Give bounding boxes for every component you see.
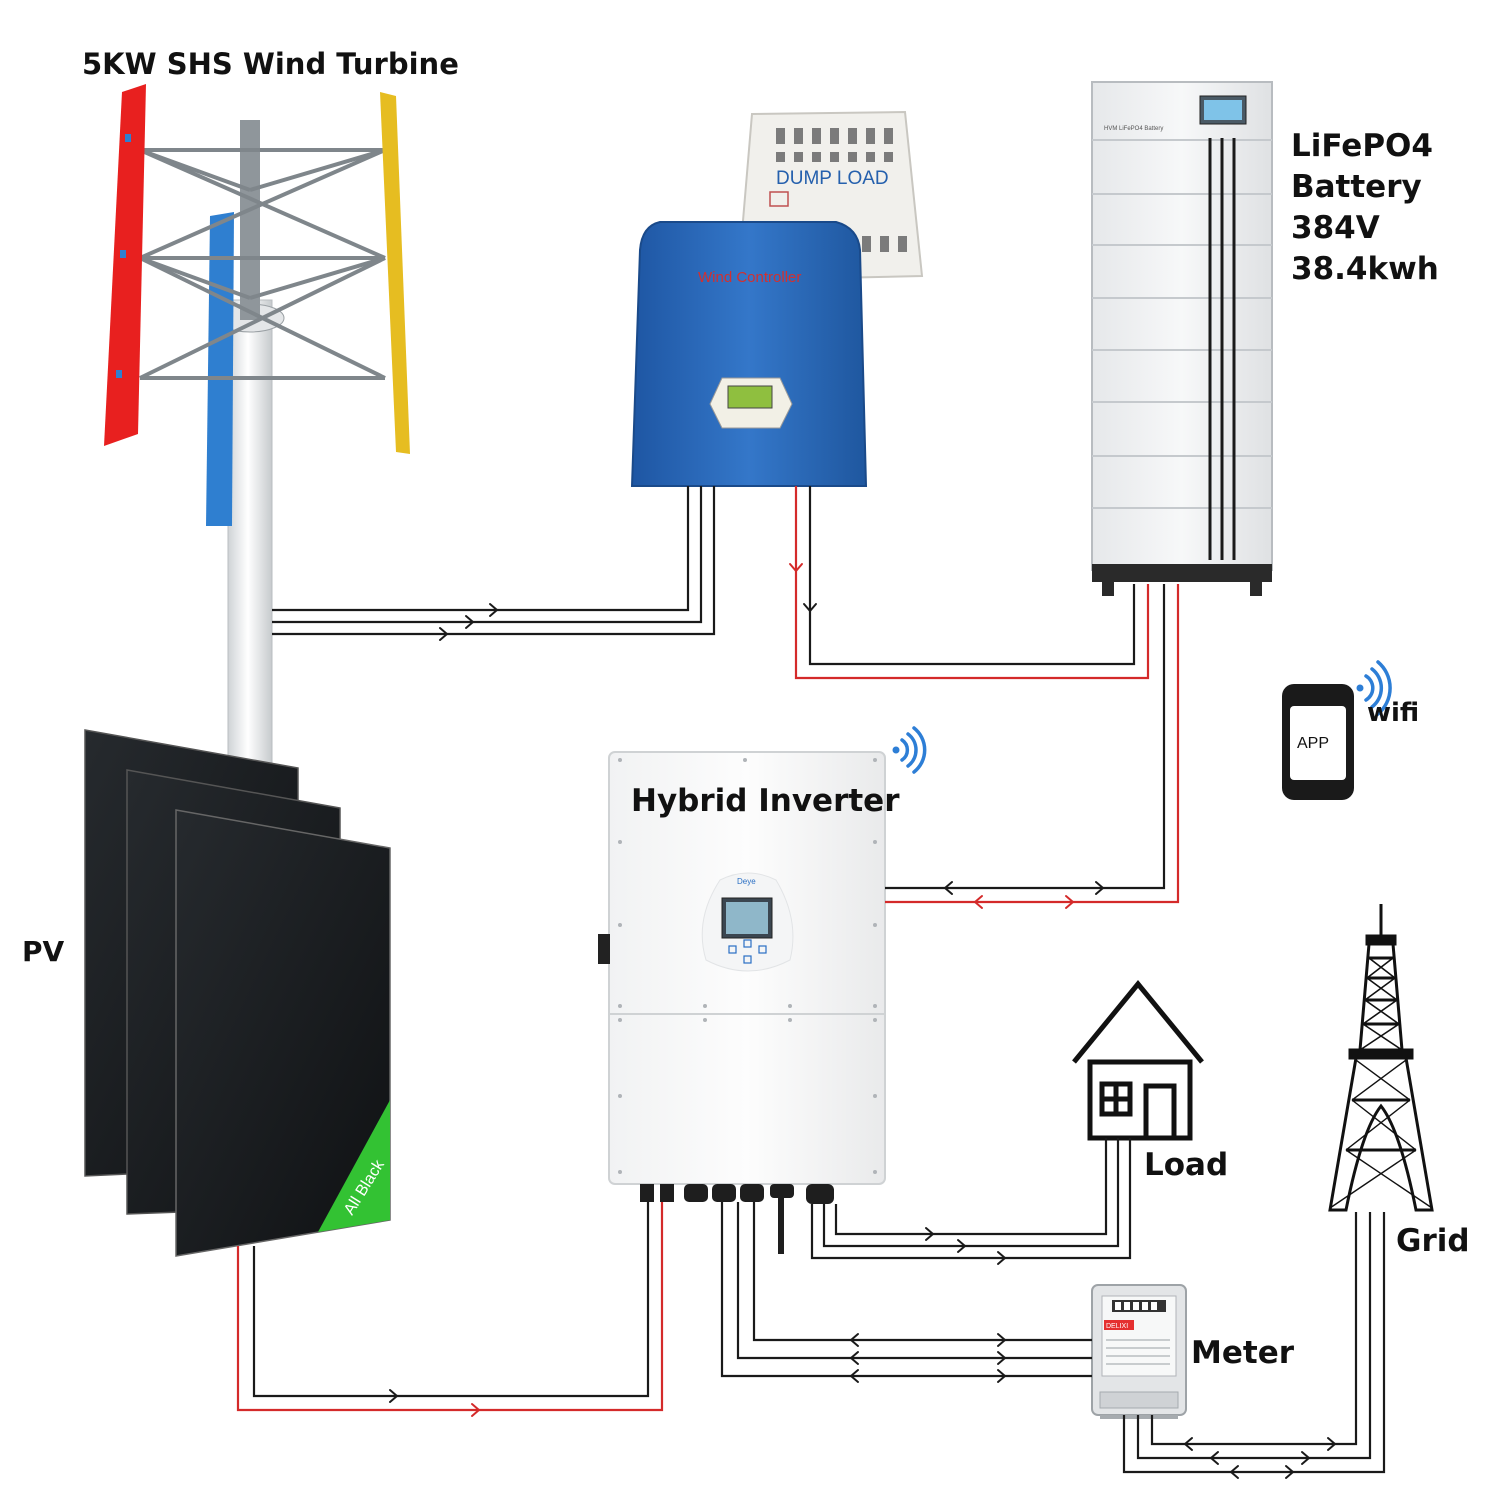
turbine-pole: [227, 299, 273, 771]
wind-turbine: [104, 84, 410, 771]
arrow-right: [465, 615, 474, 629]
battery-label: LiFePO4 Battery 384V 38.4kwh: [1291, 126, 1439, 290]
wire-battery-inverter-pos: [885, 584, 1180, 904]
arrow-left: [1230, 1465, 1239, 1479]
arrow-right: [389, 1389, 398, 1403]
inverter-brand-text: Deye: [737, 877, 756, 886]
turbine-shaft: [240, 120, 260, 320]
red-blade-bolt: [120, 250, 126, 258]
arrow-left: [850, 1369, 859, 1383]
arrow-left: [1210, 1451, 1219, 1465]
wind-controller: Wind Controller: [630, 221, 868, 487]
wind-turbine-label: 5KW SHS Wind Turbine: [82, 47, 459, 81]
arrow-right: [997, 1333, 1006, 1347]
arrow-left: [944, 881, 953, 895]
arrow-left: [850, 1351, 859, 1365]
arrow-right: [997, 1351, 1006, 1365]
meter-brand-text: DELIXI: [1106, 1323, 1128, 1330]
arrow-right: [957, 1239, 966, 1253]
arrow-right: [997, 1369, 1006, 1383]
arrow-right: [925, 1227, 934, 1241]
house-icon: [1072, 980, 1204, 1141]
wire-pv-inverter-pos: [236, 1202, 664, 1412]
energy-meter: DELIXI: [1091, 1284, 1187, 1419]
arrow-right: [439, 627, 448, 641]
wire-inverter-meter: [720, 1202, 1092, 1378]
controller-lcd: [727, 385, 773, 409]
wire-controller-battery-pos: [794, 486, 1150, 680]
wind-controller-text: Wind Controller: [698, 269, 801, 286]
wire-turbine-controller: [272, 486, 716, 636]
phone-wifi-icon: [1356, 660, 1392, 716]
arrow-right: [997, 1251, 1006, 1265]
pv-panel-tag: [318, 1100, 390, 1232]
arrow-right: [1327, 1437, 1336, 1451]
battery-label-line: LiFePO4: [1291, 128, 1433, 164]
meter-label: Meter: [1191, 1335, 1295, 1371]
arrow-right: [1095, 881, 1104, 895]
inverter-wifi-icon: [892, 726, 927, 774]
wire-inverter-load: [810, 1138, 1132, 1260]
arrow-right: [489, 603, 498, 617]
turbine-struts: [139, 148, 386, 380]
flow-arrows: [389, 563, 1336, 1479]
load-label: Load: [1144, 1147, 1229, 1183]
red-blade: [104, 84, 146, 446]
wifi-label: wifi: [1367, 698, 1420, 728]
battery-label-line: 38.4kwh: [1291, 251, 1439, 287]
yellow-blade: [380, 92, 410, 454]
dump-load-text: DUMP LOAD: [776, 168, 889, 189]
wire-pv-inverter-neg: [252, 1202, 650, 1398]
battery-brand-text: HVM LiFePO4 Battery: [1104, 126, 1163, 132]
wiring: [236, 486, 1386, 1474]
pv-panels: All Black: [84, 729, 391, 1257]
red-blade-bolt: [116, 370, 122, 378]
arrow-right: [1285, 1465, 1294, 1479]
battery-label-line: Battery: [1291, 169, 1422, 205]
grid-tower-icon: [1328, 904, 1434, 1212]
hybrid-inverter: Deye: [598, 751, 886, 1254]
battery-label-line: 384V: [1291, 210, 1380, 246]
wire-meter-grid: [1122, 1212, 1386, 1474]
arrow-right: [471, 1403, 480, 1417]
arrow-left: [1184, 1437, 1193, 1451]
inverter-lcd-screen: [726, 902, 768, 934]
battery-cabinet: HVM LiFePO4 Battery: [1091, 81, 1273, 596]
wire-battery-inverter-neg: [885, 584, 1166, 890]
pv-label: PV: [22, 935, 65, 968]
app-text: APP: [1297, 735, 1329, 752]
arrow-down: [789, 563, 803, 572]
app-phone: APP: [1282, 684, 1354, 800]
inverter-connectors: [640, 1184, 834, 1254]
arrow-left: [850, 1333, 859, 1347]
arrow-right: [1065, 895, 1074, 909]
inverter-switch: [598, 934, 610, 964]
hybrid-inverter-label: Hybrid Inverter: [631, 783, 900, 819]
arrow-right: [1301, 1451, 1310, 1465]
arrow-down: [803, 603, 817, 612]
red-blade-bolt: [125, 134, 131, 142]
wire-controller-battery-neg: [808, 486, 1136, 666]
grid-label: Grid: [1396, 1223, 1470, 1259]
battery-display-screen: [1204, 100, 1242, 120]
arrow-left: [974, 895, 983, 909]
battery-base: [1092, 564, 1272, 582]
